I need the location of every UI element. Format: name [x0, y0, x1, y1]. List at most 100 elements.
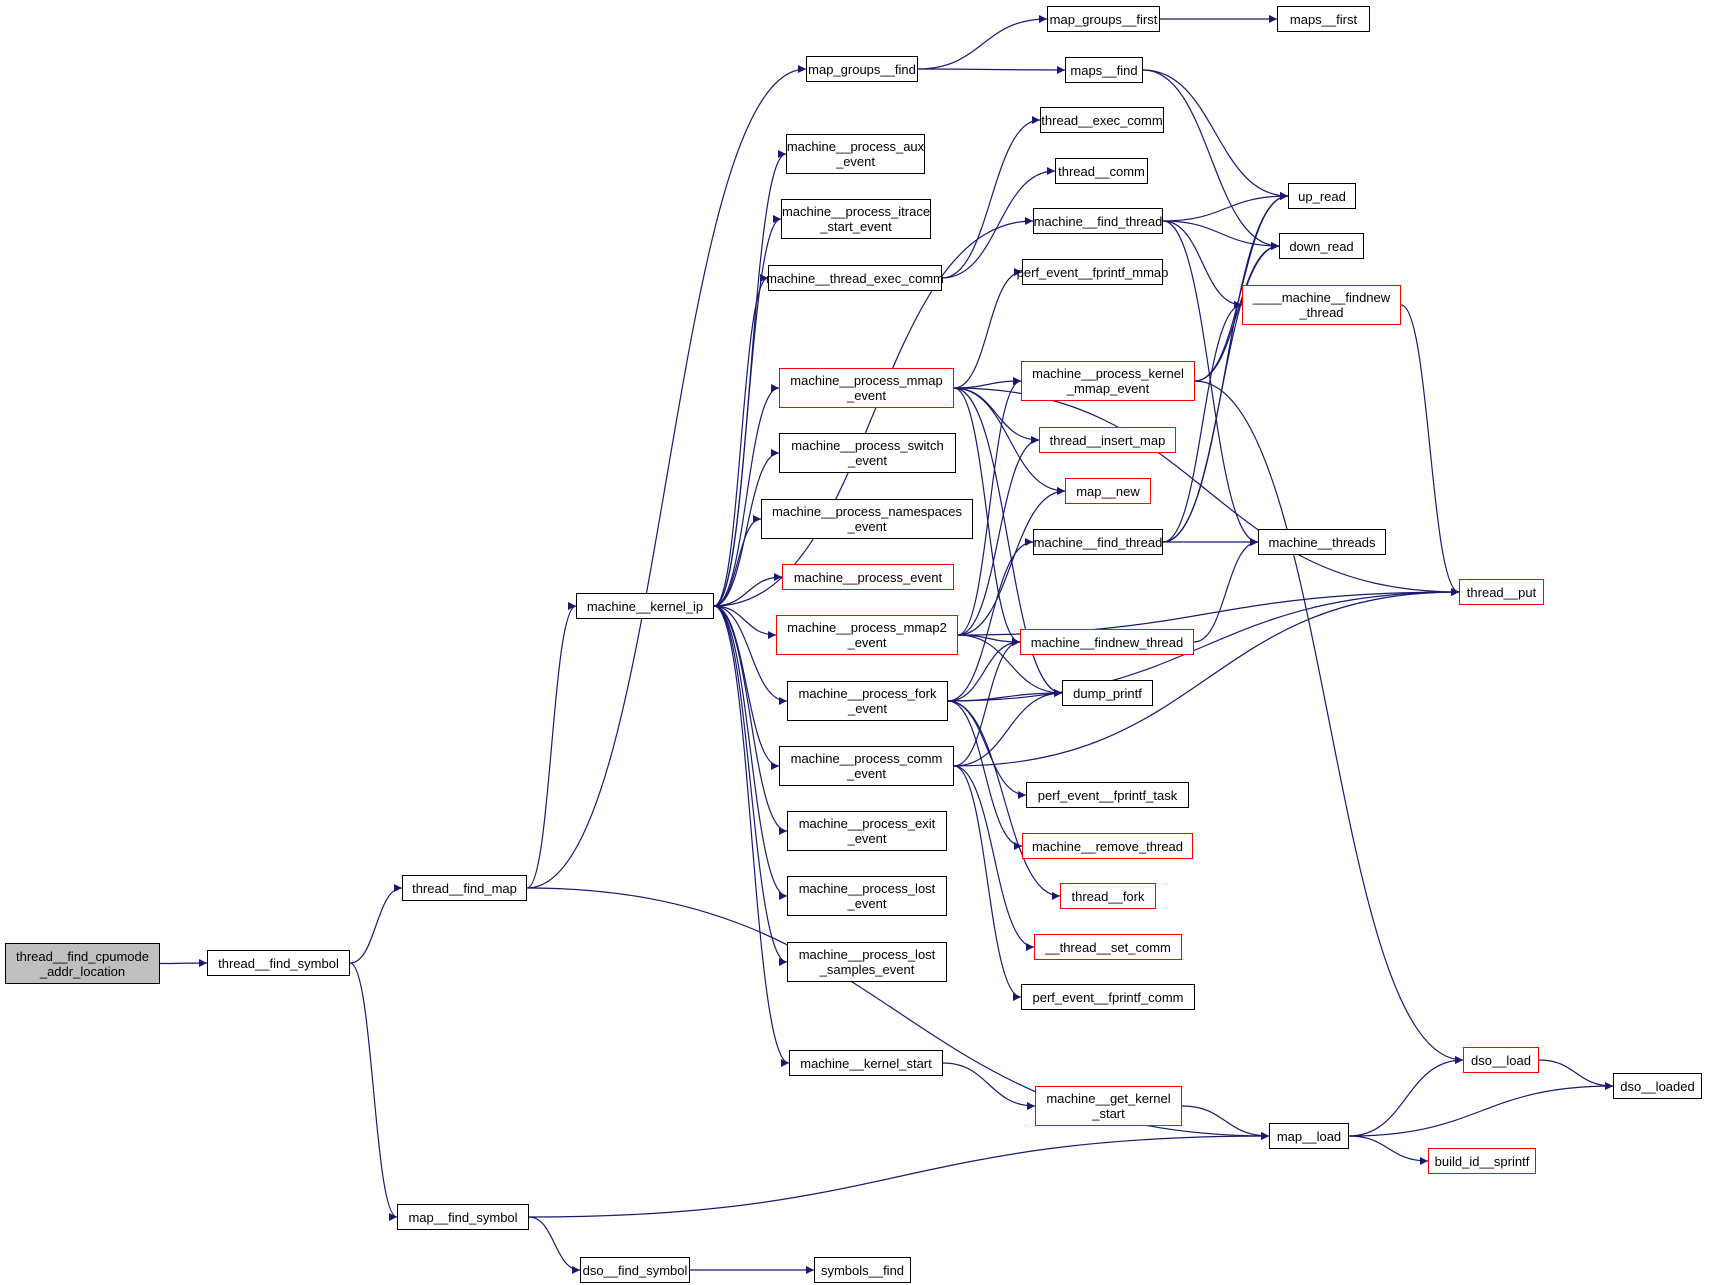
- graph-node-mp-aux[interactable]: machine__process_aux _event: [786, 134, 925, 174]
- edge-mk-ip-to-mp-lost-samples: [713, 605, 788, 966]
- edge-find-map-to-mk-ip: [526, 602, 577, 889]
- edge-map-groups-find-to-maps-find: [917, 65, 1066, 74]
- graph-node-m-find-thread2[interactable]: machine__find_thread: [1033, 529, 1163, 555]
- graph-node-down-read[interactable]: down_read: [1279, 233, 1364, 259]
- edge-mp-fork-to-m-findnew-thread: [947, 638, 1021, 702]
- graph-node-m-find-thread1[interactable]: machine__find_thread: [1033, 208, 1163, 234]
- graph-node-thread-exec-comm[interactable]: thread__exec_comm: [1040, 107, 1164, 133]
- edge-mp-mmap2-to-map-new: [957, 487, 1066, 636]
- edge-maps-find-to-up-read: [1142, 69, 1289, 200]
- edge-mp-mmap-to-dump-printf: [953, 387, 1063, 697]
- graph-node-symbols-find[interactable]: symbols__find: [814, 1257, 911, 1283]
- graph-node-maps-first[interactable]: maps__first: [1277, 6, 1370, 32]
- graph-node-map-groups-find[interactable]: map_groups__find: [806, 56, 918, 82]
- graph-node-mp-fork[interactable]: machine__process_fork _event: [787, 681, 948, 721]
- edge-root-to-find-symbol: [159, 959, 208, 968]
- graph-node-m-findnew-thread[interactable]: machine__findnew_thread: [1020, 629, 1194, 655]
- edge-mk-ip-to-mp-fork: [713, 605, 788, 705]
- edge-m-findnew-thread-to-m-threads: [1193, 538, 1259, 643]
- edge-map-find-symbol-to-dso-find-symbol: [528, 1216, 581, 1274]
- edge-maps-find-to-down-read: [1142, 69, 1280, 250]
- edge-find-symbol-to-map-find-symbol: [349, 962, 398, 1221]
- edge-mk-ip-to-m-thread-exec-comm: [713, 274, 769, 607]
- edge-map-find-symbol-to-map-load: [528, 1132, 1270, 1218]
- edge-mp-fork-to-thread-fork: [947, 700, 1061, 900]
- edge-m-find-thread1-to-down-read: [1162, 220, 1280, 250]
- graph-node-thread-fork[interactable]: thread__fork: [1060, 883, 1156, 909]
- edge-mp-mmap2-to-dump-printf: [957, 634, 1063, 697]
- edge-m-find-thread1-to-mfn-thread-internal: [1162, 220, 1243, 309]
- edge-mp-mmap-to-map-new: [953, 387, 1066, 495]
- edge-mp-comm-to-thread-put: [953, 588, 1460, 767]
- graph-node-dump-printf[interactable]: dump_printf: [1062, 680, 1153, 706]
- edge-mk-ip-to-mp-mmap: [713, 384, 780, 607]
- graph-node-map-new[interactable]: map__new: [1065, 478, 1151, 504]
- edge-mp-fork-to-thread-put: [947, 588, 1460, 702]
- graph-node-mp-namespaces[interactable]: machine__process_namespaces _event: [761, 499, 973, 539]
- edge-mp-fork-to-m-remove-thread: [947, 700, 1023, 850]
- edge-mp-comm-to-pe-fprintf-comm: [953, 765, 1022, 1001]
- graph-node-m-thread-exec-comm[interactable]: machine__thread_exec_comm: [766, 265, 944, 291]
- graph-node-mp-lost[interactable]: machine__process_lost _event: [787, 876, 947, 916]
- edge-map-load-to-build-id-sprintf: [1348, 1135, 1429, 1165]
- graph-node-mp-lost-samples[interactable]: machine__process_lost _samples_event: [787, 942, 947, 982]
- graph-node-dso-find-symbol[interactable]: dso__find_symbol: [580, 1257, 690, 1283]
- graph-node-map-load[interactable]: map__load: [1269, 1123, 1349, 1149]
- graph-node-mp-mmap[interactable]: machine__process_mmap _event: [779, 368, 954, 408]
- graph-node-build-id-sprintf[interactable]: build_id__sprintf: [1428, 1148, 1536, 1174]
- graph-node-mp-event[interactable]: machine__process_event: [782, 564, 954, 590]
- graph-node-find-map[interactable]: thread__find_map: [402, 875, 527, 901]
- graph-node-m-get-kernel-start[interactable]: machine__get_kernel _start: [1035, 1086, 1182, 1126]
- graph-node-mfn-thread-internal[interactable]: ____machine__findnew _thread: [1242, 285, 1401, 325]
- graph-node-map-find-symbol[interactable]: map__find_symbol: [397, 1204, 529, 1230]
- graph-node-mp-exit[interactable]: machine__process_exit _event: [787, 811, 947, 851]
- graph-node-m-kernel-start[interactable]: machine__kernel_start: [789, 1050, 943, 1076]
- edge-mk-ip-to-m-kernel-start: [713, 605, 790, 1067]
- graph-node-dso-load[interactable]: dso__load: [1463, 1047, 1539, 1073]
- graph-node-thread-put[interactable]: thread__put: [1459, 579, 1544, 605]
- edge-mk-ip-to-m-find-thread1: [713, 217, 1034, 607]
- graph-node-mp-itrace[interactable]: machine__process_itrace _start_event: [781, 199, 931, 239]
- graph-node-up-read[interactable]: up_read: [1288, 183, 1356, 209]
- graph-node-thread-comm[interactable]: thread__comm: [1055, 158, 1148, 184]
- edge-find-symbol-to-find-map: [349, 884, 403, 964]
- edge-mp-mmap2-to-mp-kernel-mmap: [957, 377, 1022, 636]
- edge-m-find-thread2-to-down-read: [1162, 242, 1280, 543]
- edge-mfn-thread-internal-to-thread-put: [1400, 304, 1460, 596]
- edge-find-map-to-map-groups-find: [526, 65, 807, 889]
- edge-mk-ip-to-mp-namespaces: [713, 515, 762, 607]
- graph-node-root[interactable]: thread__find_cpumode _addr_location: [5, 943, 160, 984]
- edge-mp-mmap-to-thread-put: [953, 387, 1460, 596]
- edge-m-thread-exec-comm-to-thread-exec-comm: [941, 116, 1041, 279]
- edge-m-get-kernel-start-to-map-load: [1181, 1105, 1270, 1140]
- graph-node-mp-mmap2[interactable]: machine__process_mmap2 _event: [776, 615, 958, 655]
- edge-map-groups-find-to-map-groups-first: [917, 15, 1048, 70]
- edge-dso-load-to-dso-loaded: [1538, 1059, 1614, 1090]
- edge-mk-ip-to-mp-event: [713, 573, 783, 607]
- edge-mk-ip-to-mp-itrace: [713, 215, 782, 607]
- graph-node-mp-switch[interactable]: machine__process_switch _event: [779, 433, 956, 473]
- graph-node-pe-fprintf-mmap[interactable]: perf_event__fprintf_mmap: [1017, 259, 1168, 285]
- edge-mp-mmap-to-pe-fprintf-mmap: [953, 268, 1023, 389]
- graph-node-pe-fprintf-task[interactable]: perf_event__fprintf_task: [1026, 782, 1189, 808]
- graph-node-map-groups-first[interactable]: map_groups__first: [1047, 6, 1160, 32]
- edge-mp-comm-to-m-findnew-thread: [953, 638, 1021, 767]
- graph-node-m-threads[interactable]: machine__threads: [1258, 529, 1386, 555]
- graph-node-mp-comm[interactable]: machine__process_comm _event: [779, 746, 954, 786]
- graph-node-pe-fprintf-comm[interactable]: perf_event__fprintf_comm: [1021, 984, 1195, 1010]
- graph-node-mk-ip[interactable]: machine__kernel_ip: [576, 593, 714, 619]
- graph-node-maps-find[interactable]: maps__find: [1065, 57, 1143, 83]
- edge-mk-ip-to-mp-mmap2: [713, 605, 777, 639]
- edge-mp-mmap2-to-thread-insert-map: [957, 436, 1040, 636]
- edge-mp-kernel-mmap-to-dso-load: [1194, 380, 1464, 1064]
- graph-node-dso-loaded[interactable]: dso__loaded: [1613, 1073, 1702, 1099]
- graph-node-thread-set-comm[interactable]: __thread__set_comm: [1034, 934, 1182, 960]
- edge-map-load-to-dso-loaded: [1348, 1082, 1614, 1137]
- graph-node-m-remove-thread[interactable]: machine__remove_thread: [1022, 833, 1193, 859]
- graph-node-find-symbol[interactable]: thread__find_symbol: [207, 950, 350, 976]
- edge-mk-ip-to-mp-exit: [713, 605, 788, 835]
- graph-node-thread-insert-map[interactable]: thread__insert_map: [1039, 427, 1176, 453]
- edge-mp-fork-to-m-find-thread2: [947, 538, 1034, 702]
- graph-node-mp-kernel-mmap[interactable]: machine__process_kernel _mmap_event: [1021, 361, 1195, 401]
